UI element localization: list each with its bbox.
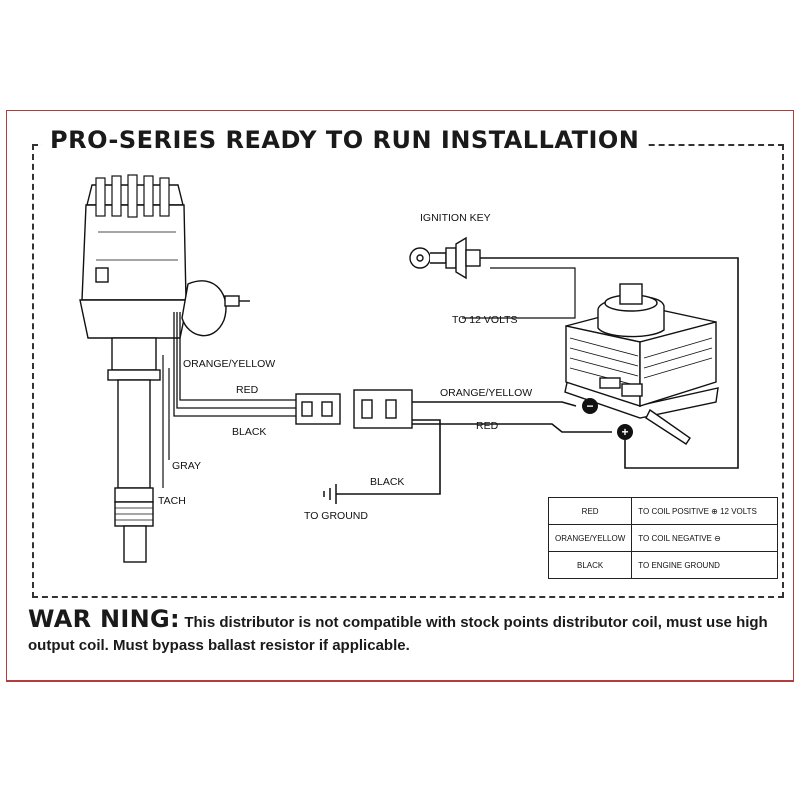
- table-row: BLACK TO ENGINE GROUND: [547, 551, 778, 579]
- legend-connection: TO COIL NEGATIVE ⊖: [631, 524, 778, 552]
- legend-connection: TO ENGINE GROUND: [631, 551, 778, 579]
- legend-wire: RED: [547, 497, 633, 525]
- wire-connectors: [295, 389, 413, 429]
- label-gray: GRAY: [172, 460, 201, 472]
- ground-symbol: [323, 484, 337, 504]
- label-black-left: BLACK: [232, 426, 266, 438]
- distributor: [79, 174, 250, 563]
- legend-wire: BLACK: [547, 551, 633, 579]
- negative-terminal-sign: −: [586, 399, 593, 413]
- positive-terminal: +: [617, 424, 633, 440]
- page-title: PRO-SERIES READY TO RUN INSTALLATION: [42, 126, 648, 154]
- label-tach: TACH: [158, 495, 186, 507]
- sheet-border: [6, 110, 794, 682]
- positive-terminal-sign: +: [621, 425, 628, 439]
- ignition-coil: [564, 283, 719, 445]
- table-row: RED TO COIL POSITIVE ⊕ 12 VOLTS: [547, 497, 778, 525]
- warning-heading: WAR NING:: [28, 605, 180, 633]
- label-to-12-volts: TO 12 VOLTS: [452, 314, 518, 326]
- legend-wire: ORANGE/YELLOW: [547, 524, 633, 552]
- warning-text: This distributor is not compatible with …: [28, 614, 768, 654]
- label-red-right: RED: [476, 420, 499, 432]
- label-black-ground: BLACK: [370, 476, 404, 488]
- label-orange-yellow-left: ORANGE/YELLOW: [183, 358, 275, 370]
- label-ignition-key: IGNITION KEY: [420, 212, 491, 224]
- warning-block: WAR NING: This distributor is not compat…: [28, 605, 788, 657]
- legend-connection: TO COIL POSITIVE ⊕ 12 VOLTS: [631, 497, 778, 525]
- label-orange-yellow-right: ORANGE/YELLOW: [440, 387, 532, 399]
- ignition-key: [409, 236, 481, 280]
- wire-legend-table: RED TO COIL POSITIVE ⊕ 12 VOLTS ORANGE/Y…: [547, 497, 778, 579]
- label-to-ground: TO GROUND: [304, 510, 368, 522]
- wires: [162, 257, 739, 495]
- label-red-left: RED: [236, 384, 259, 396]
- negative-terminal: −: [582, 398, 598, 414]
- table-row: ORANGE/YELLOW TO COIL NEGATIVE ⊖: [547, 524, 778, 552]
